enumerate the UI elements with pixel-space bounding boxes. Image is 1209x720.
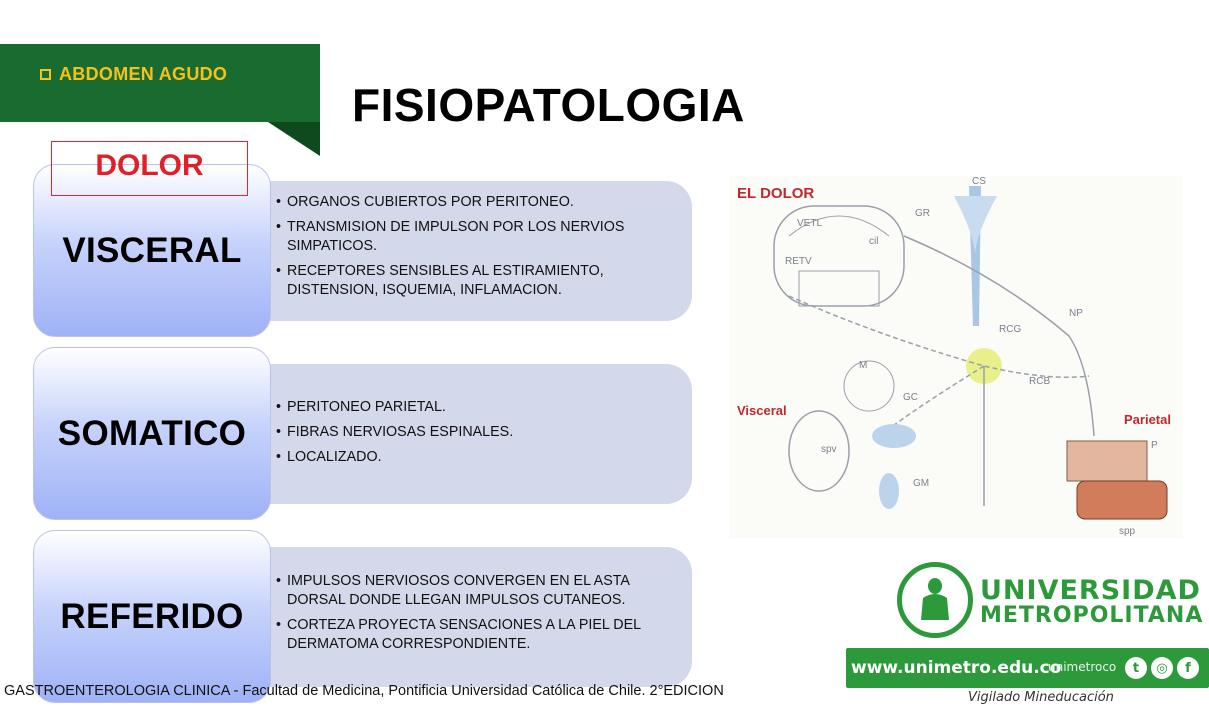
label-rcg: RCG	[999, 324, 1021, 335]
social-handle: unimetroco	[1048, 660, 1117, 674]
website-link[interactable]: www.unimetro.edu.co	[851, 658, 1062, 678]
visceral-tile: VISCERAL	[33, 164, 271, 337]
list-item: ORGANOS CUBIERTOS POR PERITONEO.	[276, 193, 686, 212]
university-logo-icon	[897, 562, 973, 638]
section-label-text: ABDOMEN AGUDO	[59, 64, 228, 84]
pathway-line	[903, 235, 1095, 437]
label-rcb: RCB	[1029, 376, 1050, 387]
label-cil: cil	[869, 236, 878, 247]
label-parietal: Parietal	[1124, 412, 1171, 427]
footer-citation: GASTROENTEROLOGIA CLINICA - Facultad de …	[4, 683, 724, 699]
header-ribbon	[0, 44, 320, 122]
label-gm: GM	[913, 478, 929, 489]
list-item: CORTEZA PROYECTA SENSACIONES A LA PIEL D…	[276, 616, 686, 654]
logo-university: UNIVERSIDAD	[980, 575, 1201, 606]
pain-diagram-svg: EL DOLOR CS GR cil VETL RETV NP RCG M RC…	[737, 176, 1171, 537]
pain-diagram: EL DOLOR CS GR cil VETL RETV NP RCG M RC…	[729, 176, 1183, 538]
label-spv: spv	[821, 444, 837, 455]
label-vetl: VETL	[797, 218, 822, 229]
diagram-title: EL DOLOR	[737, 185, 814, 202]
twitter-icon[interactable]: t	[1125, 657, 1147, 679]
gray-matter-line	[788, 215, 890, 237]
visceral-organ	[788, 410, 850, 492]
referido-tile: REFERIDO	[33, 530, 271, 703]
label-gr: GR	[915, 208, 930, 219]
list-item: FIBRAS NERVIOSAS ESPINALES.	[276, 423, 686, 442]
facebook-icon[interactable]: f	[1177, 657, 1199, 679]
somatico-tile: SOMATICO	[33, 347, 271, 520]
statue-icon	[921, 578, 949, 620]
checkbox-icon	[40, 69, 51, 80]
visceral-label: VISCERAL	[62, 230, 242, 270]
muscle-organ	[843, 360, 895, 412]
gc-ganglion	[872, 424, 916, 448]
label-np: NP	[1069, 308, 1083, 319]
referido-label: REFERIDO	[60, 596, 244, 636]
vigilado-text: Vigilado Mineducación	[968, 690, 1114, 705]
web-bar	[846, 648, 1209, 688]
somatico-label: SOMATICO	[57, 413, 247, 453]
page-title: FISIOPATOLOGIA	[352, 79, 745, 131]
label-cs: CS	[972, 176, 986, 187]
visceral-bullets: ORGANOS CUBIERTOS POR PERITONEO. TRANSMI…	[276, 193, 686, 306]
referido-bullets: IMPULSOS NERVIOSOS CONVERGEN EN EL ASTA …	[276, 572, 686, 660]
somatico-bullets: PERITONEO PARIETAL. FIBRAS NERVIOSAS ESP…	[276, 398, 686, 473]
label-spp: spp	[1119, 526, 1136, 537]
logo-metropolitana: METROPOLITANA	[980, 603, 1204, 628]
ribbon-fold	[268, 122, 320, 156]
list-item: LOCALIZADO.	[276, 448, 686, 467]
list-item: PERITONEO PARIETAL.	[276, 398, 686, 417]
label-m: M	[859, 360, 867, 371]
parietal-block	[1066, 440, 1148, 482]
label-gc: GC	[903, 392, 918, 403]
vertebra-shape	[798, 270, 880, 307]
label-visceral: Visceral	[737, 403, 787, 418]
dolor-label: DOLOR	[95, 148, 204, 182]
gm-ganglion	[879, 473, 899, 509]
label-p: P	[1151, 440, 1158, 451]
section-label: ABDOMEN AGUDO	[40, 64, 227, 85]
list-item: RECEPTORES SENSIBLES AL ESTIRAMIENTO, DI…	[276, 262, 686, 300]
pathway-line	[788, 295, 1090, 378]
cs-fan	[954, 196, 997, 256]
instagram-icon[interactable]: ◎	[1151, 657, 1173, 679]
list-item: IMPULSOS NERVIOSOS CONVERGEN EN EL ASTA …	[276, 572, 686, 610]
list-item: TRANSMISION DE IMPULSON POR LOS NERVIOS …	[276, 218, 686, 256]
dolor-box: DOLOR	[51, 141, 248, 196]
parietal-muscle	[1076, 480, 1168, 520]
label-retv: RETV	[785, 256, 812, 267]
